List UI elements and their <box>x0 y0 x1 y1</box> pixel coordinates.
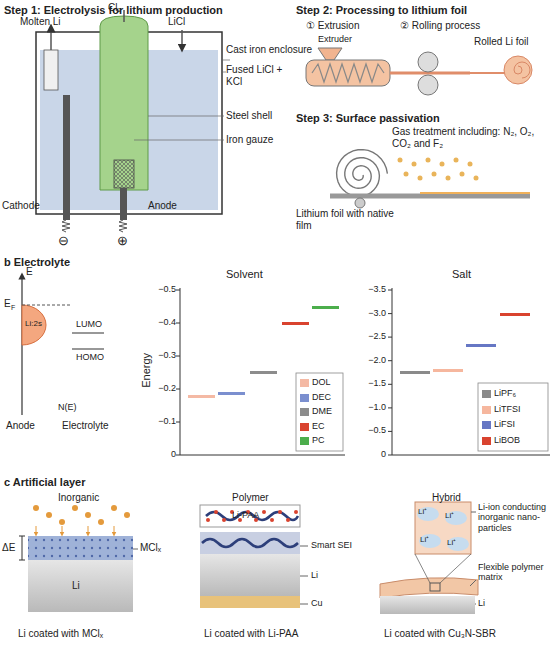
text-label: ⊕ <box>117 234 128 249</box>
text-label: Rolled Li foil <box>474 36 528 48</box>
text-label: Smart SEI <box>311 540 352 550</box>
text-label: Cathode <box>2 200 40 212</box>
text-label: Lithium foil with native film <box>296 208 406 231</box>
text-label: Cu <box>311 598 323 608</box>
text-label: −3.0 <box>360 308 386 318</box>
text-label: Li⁺ <box>445 511 454 520</box>
text-label: Li <box>311 570 318 580</box>
extrusion-rolling <box>306 22 532 95</box>
text-label: Li coated with Li-PAA <box>204 628 298 640</box>
text-label: Cast iron enclosure <box>226 44 336 56</box>
text-label: −2.0 <box>360 355 386 365</box>
text-label: −0.5 <box>150 284 176 294</box>
text-label: Cl₂ <box>108 2 121 14</box>
text-label: E <box>4 298 11 310</box>
hybrid-layer <box>380 502 478 614</box>
text-label: −1.5 <box>360 378 386 388</box>
text-label: HOMO <box>76 352 104 362</box>
text-label: Fused LiCl + KCl <box>226 64 298 87</box>
text-label: Li⁺ <box>447 538 456 547</box>
text-label: Li-ion conducting inorganic nano-particl… <box>478 502 552 533</box>
text-label: −3.5 <box>360 284 386 294</box>
text-label: Molten Li <box>20 16 61 28</box>
text-label: Li:2s <box>25 319 42 328</box>
text-label: −0.2 <box>150 383 176 393</box>
text-label: LiCl <box>168 16 185 28</box>
text-label: ① Extrusion <box>306 20 359 32</box>
text-label: Hybrid <box>432 492 461 504</box>
inorganic-layer <box>19 505 138 612</box>
text-label: 0 <box>360 449 386 459</box>
text-label: Li⁺ <box>418 507 427 516</box>
text-label: Solvent <box>226 268 263 281</box>
text-label: Inorganic <box>58 492 99 504</box>
text-label: Li coated with Cu₃N-SBR <box>384 628 496 640</box>
text-label: Electrolyte <box>62 420 109 432</box>
legend-swatch <box>482 406 491 414</box>
text-label: ⊖ <box>58 234 69 249</box>
legend-text: LiBOB <box>494 435 520 445</box>
text-label: b Electrolyte <box>4 256 70 269</box>
legend-swatch <box>300 379 309 387</box>
text-label: Li⁺ <box>420 535 429 544</box>
legend-text: DME <box>312 406 332 416</box>
legend-swatch <box>300 408 309 416</box>
text-label: Li coated with MClₓ <box>18 628 103 640</box>
text-label: −0.4 <box>150 317 176 327</box>
text-label: Steel shell <box>226 110 272 122</box>
text-label: −2.5 <box>360 331 386 341</box>
text-label: ② Rolling process <box>400 20 480 32</box>
legend-swatch <box>300 437 309 445</box>
legend-text: DOL <box>312 377 331 387</box>
text-label: Step 3: Surface passivation <box>296 112 440 125</box>
legend-text: EC <box>312 421 325 431</box>
legend-swatch <box>300 394 309 402</box>
text-label: c Artificial layer <box>4 476 86 489</box>
legend-swatch <box>300 423 309 431</box>
electrolysis-cell <box>36 10 230 232</box>
legend-text: LiPF₆ <box>494 388 516 398</box>
text-label: 0 <box>150 449 176 459</box>
text-label: Energy <box>140 350 153 390</box>
text-label: Li <box>72 580 80 592</box>
text-label: LUMO <box>76 319 102 329</box>
text-label: Iron gauze <box>226 134 273 146</box>
text-label: ΔE <box>2 542 15 554</box>
text-label: Extruder <box>318 34 352 44</box>
text-label: F <box>11 304 15 312</box>
text-label: Gas treatment including: N₂, O₂, CO₂ and… <box>392 126 548 149</box>
polymer-layer <box>200 505 308 608</box>
text-label: Li <box>478 598 485 608</box>
text-label: −0.1 <box>150 416 176 426</box>
passivation-foil <box>330 150 530 208</box>
text-label: Polymer <box>232 492 269 504</box>
legend-swatch <box>482 437 491 445</box>
energy-diagram <box>22 276 104 415</box>
legend-text: PC <box>312 435 325 445</box>
text-label: MClₓ <box>140 542 161 554</box>
legend-swatch <box>482 390 491 398</box>
text-label: −0.3 <box>150 350 176 360</box>
legend-text: LiTFSI <box>494 404 521 414</box>
text-label: N(E) <box>58 402 77 412</box>
text-label: Salt <box>452 268 471 281</box>
salt-chart <box>388 288 550 455</box>
text-label: Li-PAA <box>232 510 259 520</box>
legend-text: LiFSI <box>494 419 515 429</box>
text-label: −1.0 <box>360 402 386 412</box>
text-label: E <box>26 266 33 278</box>
solvent-chart <box>176 288 345 455</box>
text-label: Step 2: Processing to lithium foil <box>296 4 467 17</box>
text-label: −0.5 <box>360 425 386 435</box>
legend-text: DEC <box>312 392 331 402</box>
text-label: Anode <box>148 200 177 212</box>
legend-swatch <box>482 421 491 429</box>
text-label: Anode <box>6 420 35 432</box>
text-label: Flexible polymer matrix <box>478 562 552 583</box>
